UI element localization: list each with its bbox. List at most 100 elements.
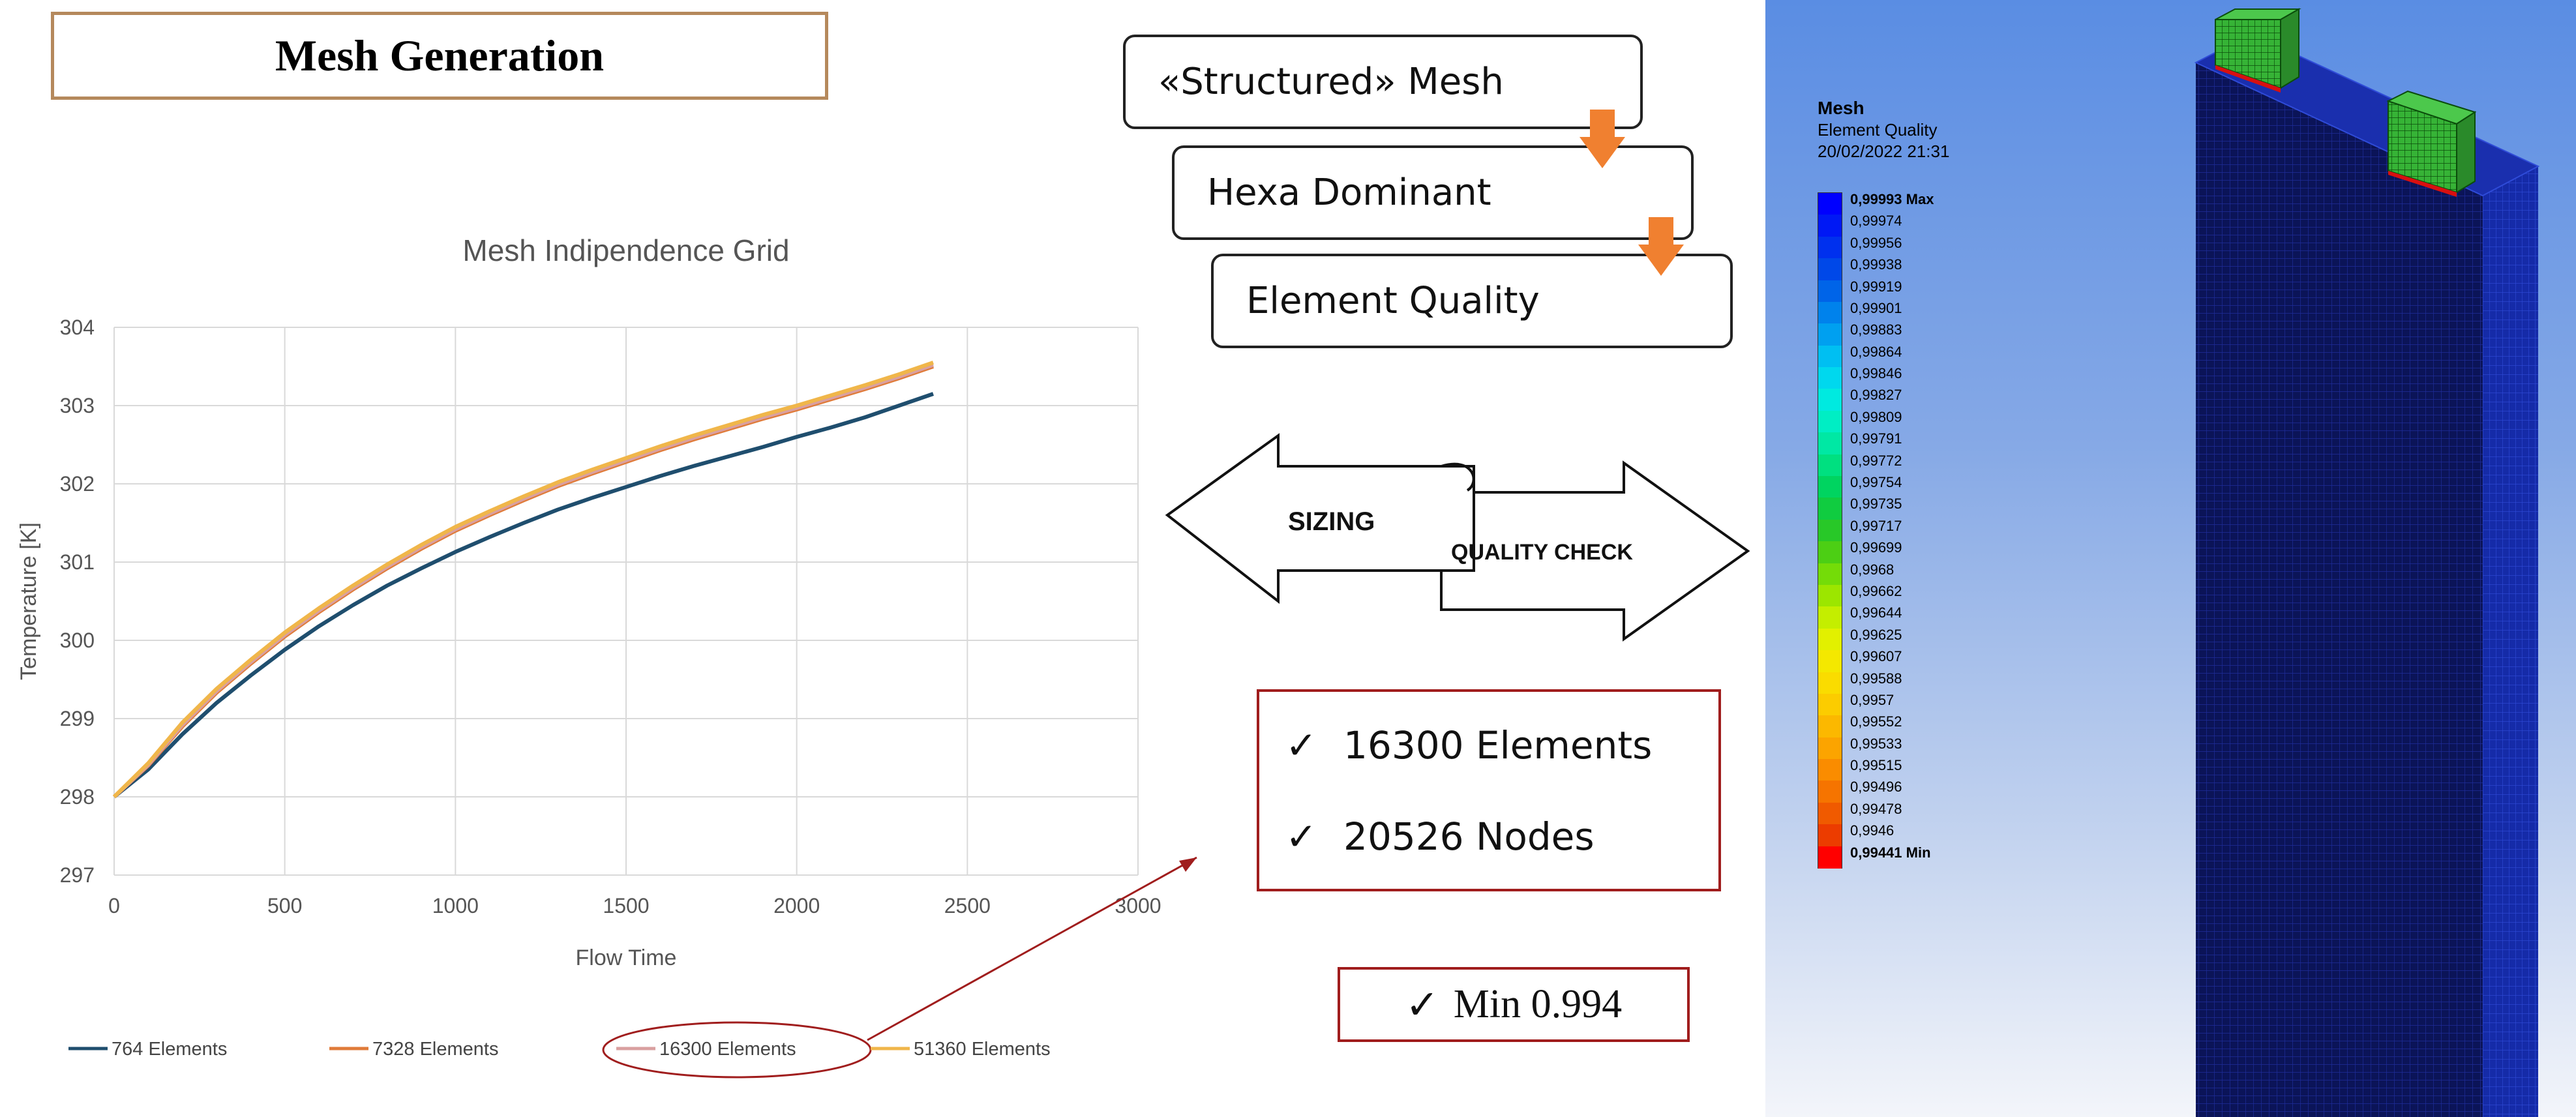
legend-color-swatch (1818, 650, 1842, 673)
legend-color-swatch (1818, 715, 1842, 738)
y-tick-label: 301 (60, 550, 95, 574)
legend-color-swatch (1818, 193, 1842, 216)
right-arrow-shape (1440, 460, 1750, 642)
legend-value-label: 0,99588 (1850, 670, 1902, 687)
legend-color-swatch (1818, 280, 1842, 303)
x-tick-label: 2500 (944, 894, 991, 917)
title-box: Mesh Generation (51, 12, 828, 100)
legend-color-swatch (1818, 323, 1842, 346)
x-tick-label: 500 (267, 894, 302, 917)
legend-value-label: 0,99607 (1850, 648, 1902, 665)
curl-shape (1441, 462, 1475, 492)
left-arrow-shape (1165, 433, 1475, 604)
chart-series (112, 361, 934, 799)
legend-color-swatch (1818, 215, 1842, 237)
mesh-datetime: 20/02/2022 21:31 (1818, 141, 1950, 161)
battery-mesh-model (2194, 8, 2540, 1117)
legend-value-label: 0,99827 (1850, 387, 1902, 404)
legend-color-swatch (1818, 563, 1842, 586)
y-axis-title: Temperature [K] (16, 522, 41, 680)
series-line-3 (112, 361, 934, 799)
legend-color-swatch (1818, 606, 1842, 629)
y-tick-label: 304 (60, 316, 95, 339)
down-arrow-icon (1638, 217, 1684, 276)
legend-value-label: 0,9957 (1850, 691, 1895, 708)
mesh-stats-box: ✓ 16300 Elements ✓ 20526 Nodes (1257, 689, 1721, 891)
x-axis-title: Flow Time (576, 946, 677, 970)
nodes-count: 20526 Nodes (1343, 814, 1595, 859)
legend-value-label: 0,99919 (1850, 278, 1902, 295)
legend-value-label: 0,9968 (1850, 561, 1895, 578)
legend-color-swatch (1818, 410, 1842, 434)
legend-value-label: 0,99864 (1850, 343, 1902, 360)
legend-value-label: 0,99754 (1850, 474, 1902, 491)
legend-color-swatch (1818, 584, 1842, 608)
min-quality-box: ✓ Min 0.994 (1338, 967, 1690, 1042)
legend-value-label: 0,99552 (1850, 713, 1902, 730)
down-arrow-icon (1580, 110, 1625, 168)
legend-color-swatch (1818, 432, 1842, 455)
quality-check-label: QUALITY CHECK (1451, 540, 1633, 565)
mesh-view-panel: Mesh Element Quality 20/02/2022 21:31 0,… (1765, 0, 2576, 1117)
legend-value-label: 0,99441 Min (1850, 844, 1931, 861)
legend-color-swatch (1818, 541, 1842, 564)
legend-color-swatch (1818, 781, 1842, 803)
legend-color-swatch (1818, 672, 1842, 694)
legend-value-label: 0,99662 (1850, 582, 1902, 599)
mesh-header: Mesh (1818, 98, 1865, 118)
x-tick-label: 1500 (603, 894, 649, 917)
legend-color-swatch (1818, 693, 1842, 717)
legend-value-label: 0,99938 (1850, 256, 1902, 273)
legend-value-label: 0,99974 (1850, 213, 1902, 230)
elements-stat: ✓ 16300 Elements (1285, 723, 1652, 767)
cell-side-face (2483, 166, 2538, 1117)
nodes-stat: ✓ 20526 Nodes (1285, 814, 1595, 859)
chart-grid (113, 327, 1139, 876)
legend-color-swatch (1818, 628, 1842, 651)
flow-step-structured-mesh: «Structured» Mesh (1123, 35, 1643, 129)
legend-value-label: 0,9946 (1850, 822, 1895, 839)
legend-color-swatch (1818, 454, 1842, 477)
mesh-subheader: Element Quality (1818, 120, 1938, 140)
y-tick-label: 300 (60, 629, 95, 652)
flow-step-label: Hexa Dominant (1207, 171, 1491, 214)
legend-value-label: 0,99515 (1850, 757, 1902, 774)
legend-value-label: 0,99772 (1850, 452, 1902, 469)
legend-label: 7328 Elements (372, 1039, 498, 1060)
legend-value-label: 0,99533 (1850, 735, 1902, 752)
legend-color-swatch (1818, 301, 1842, 325)
series-line-0 (113, 392, 934, 799)
y-tick-label: 303 (60, 394, 95, 417)
sizing-quality-arrows: SIZING QUALITY CHECK (1165, 433, 1750, 642)
legend-value-label: 0,99901 (1850, 299, 1902, 316)
legend-value-label: 0,99478 (1850, 800, 1902, 817)
legend-color-swatch (1818, 476, 1842, 499)
min-quality-value: Min 0.994 (1453, 982, 1623, 1026)
x-tick-label: 1000 (432, 894, 479, 917)
y-tick-label: 297 (60, 863, 95, 887)
legend-value-label: 0,99846 (1850, 365, 1902, 382)
legend-color-swatch (1818, 367, 1842, 390)
legend-value-label: 0,99625 (1850, 626, 1902, 643)
legend-color-swatch (1818, 824, 1842, 847)
checkmark-icon: ✓ (1285, 814, 1317, 859)
legend-label: 16300 Elements (659, 1039, 796, 1060)
legend-color-swatch (1818, 802, 1842, 826)
checkmark-icon: ✓ (1285, 723, 1317, 767)
legend-value-label: 0,99993 Max (1850, 191, 1934, 207)
x-tick-label: 3000 (1115, 894, 1161, 917)
legend-value-label: 0,99717 (1850, 517, 1902, 534)
legend-value-label: 0,99791 (1850, 430, 1902, 447)
legend-color-swatch (1818, 236, 1842, 260)
legend-value-label: 0,99883 (1850, 321, 1902, 338)
series-line-2 (112, 363, 934, 799)
cell-front-face (2196, 63, 2483, 1117)
y-tick-label: 302 (60, 472, 95, 496)
legend-color-swatch (1818, 498, 1842, 520)
legend-value-label: 0,99699 (1850, 539, 1902, 556)
legend-value-label: 0,99956 (1850, 234, 1902, 251)
legend-label: 764 Elements (112, 1039, 227, 1060)
x-tick-label: 2000 (773, 894, 820, 917)
